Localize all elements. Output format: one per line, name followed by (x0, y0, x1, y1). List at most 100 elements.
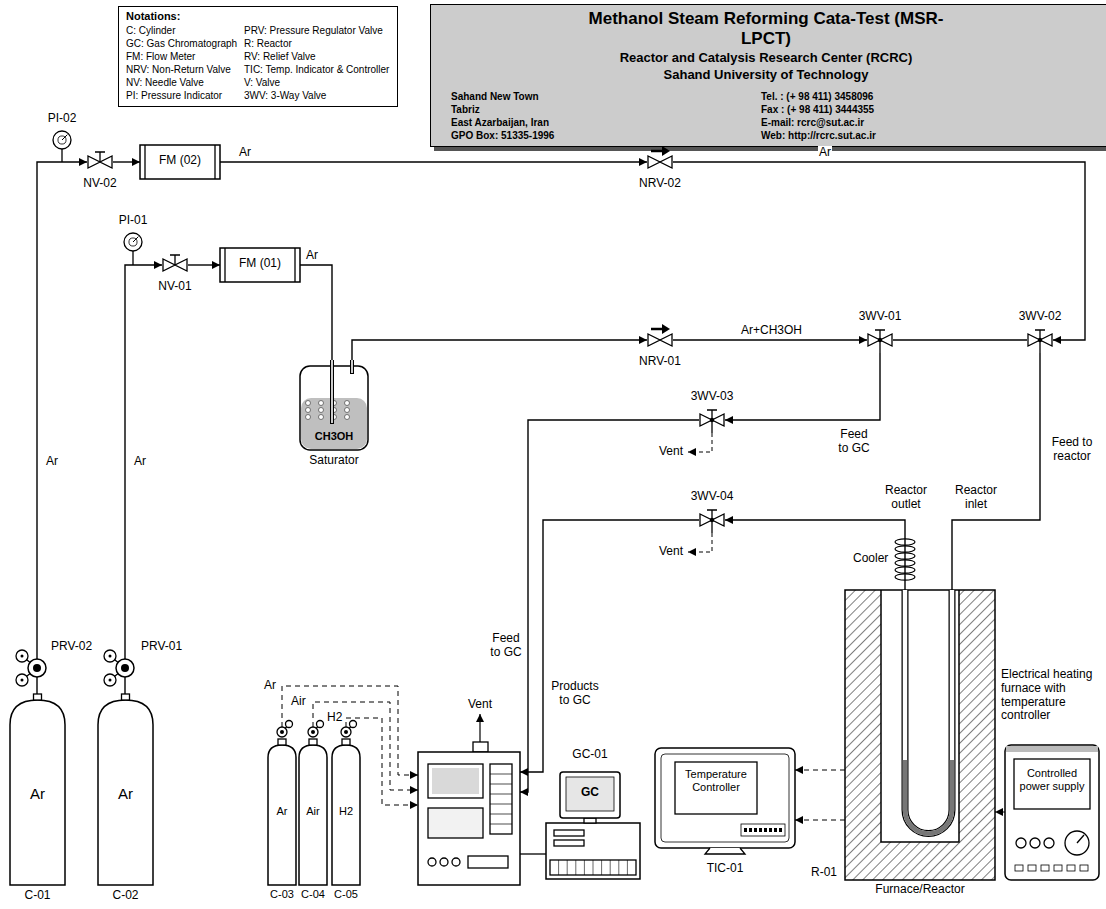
edge-label: Ar (818, 146, 832, 160)
node-text: 3WV-04 (691, 490, 734, 504)
text-holder: Web: http://rcrc.sut.ac.ir (761, 130, 876, 142)
node-text: Tel. : (+ 98 411) 3458096 (761, 91, 873, 103)
node-text: V: Valve (244, 77, 280, 89)
key-row (558, 860, 559, 875)
cylinder-body (98, 700, 153, 885)
part-label: Reactor outlet (882, 484, 930, 512)
node-text: Notations: (126, 10, 180, 23)
valve-body (648, 334, 672, 346)
keypad (741, 824, 785, 836)
key (774, 828, 777, 832)
text-holder: GPO Box: 51335-1996 (451, 130, 554, 142)
gas-cylinder: ArC-03 (268, 745, 296, 885)
gas-cylinder: AirC-04 (299, 745, 327, 885)
gauge-pin (21, 655, 24, 658)
edge-label: Ar (305, 249, 319, 263)
edge-label: Ar (263, 679, 277, 693)
node-text: RV: Relief Valve (244, 51, 316, 63)
node-text: FM: Flow Meter (126, 51, 195, 63)
text-holder: C-05 (334, 888, 358, 901)
vent-line (479, 714, 480, 742)
monitor-stand (705, 848, 745, 854)
text-holder: Feed to GC (836, 428, 872, 456)
flow-meter: FM (02) (140, 145, 220, 179)
node-text: Sahand University of Technology (431, 68, 1101, 83)
bubble (345, 401, 350, 406)
text-holder: Furnace/Reactor (875, 883, 964, 897)
node-text: Saturator (309, 454, 358, 468)
text-holder: Ar (45, 455, 59, 469)
text-holder: FM (02) (159, 154, 201, 168)
vent-line (688, 533, 712, 552)
process-line (893, 339, 1027, 340)
valve-symbol-outline (647, 149, 673, 175)
node-text: 3WV-02 (1019, 310, 1062, 324)
catalyst-bed (905, 760, 952, 833)
valve-symbol: NRV-02 (647, 149, 673, 175)
valve-symbol-outline (867, 327, 893, 353)
text-holder: East Azarbaijan, Iran (451, 117, 549, 129)
cooler-coil (895, 546, 915, 552)
valve-body (648, 156, 672, 168)
text-holder: 3WV-04 (691, 490, 734, 504)
node-text: GC: Gas Chromatograph (126, 38, 237, 50)
temperature-controller: Temperature ControllerTIC-01 (655, 748, 795, 848)
gc-panel (428, 808, 483, 838)
regulator-body (28, 659, 46, 677)
text-holder: R: Reactor (244, 38, 292, 50)
valve-body (700, 514, 724, 526)
text-holder: FM: Flow Meter (126, 51, 195, 63)
node-text: GC (581, 786, 599, 800)
valve-hub (710, 418, 714, 422)
notation-box: Notations:C: CylinderGC: Gas Chromatogra… (118, 6, 398, 107)
text-holder: PI-01 (118, 214, 149, 228)
edge-label: Air (290, 695, 307, 709)
text-holder: GC: Gas Chromatograph (126, 38, 237, 50)
vent-slot (490, 794, 512, 795)
power-case (1005, 745, 1099, 880)
valve-body (88, 156, 112, 168)
furnace-wall (845, 590, 995, 880)
power-socket (1041, 865, 1049, 871)
gc-body (418, 752, 520, 885)
part-label: PI-02 (47, 112, 78, 126)
power-screen (1014, 759, 1090, 809)
valve-symbol-outline (1027, 327, 1053, 353)
dip-tube-bore (332, 360, 352, 423)
gauge-pin (109, 679, 112, 682)
gc-knob (428, 858, 436, 866)
text-holder: Ar (133, 455, 147, 469)
process-line (725, 353, 880, 420)
gauge-stem (132, 251, 133, 265)
edge-label: Feed to reactor (1045, 436, 1099, 464)
valve-hub (878, 338, 882, 342)
cylinder-neck (122, 694, 130, 700)
flow-arrow-head (662, 146, 670, 156)
valve-symbol-outline (699, 407, 725, 433)
computer-base (546, 823, 640, 879)
text-holder: Reactor outlet (882, 484, 930, 512)
valve-body (868, 334, 892, 346)
temperature-controller-outline (655, 748, 795, 848)
text-holder: E-mail: rcrc@sut.ac.ir (761, 117, 864, 129)
signal-line (795, 770, 845, 771)
text-holder: Cooler (852, 552, 889, 566)
process-line (520, 520, 699, 772)
node-text: C-03 (270, 888, 294, 901)
valve-body (163, 259, 187, 271)
gas-cylinder: ArC-01 (10, 700, 65, 885)
process-line (673, 162, 1085, 340)
text-holder: PRV: Pressure Regulator Valve (244, 25, 383, 37)
text-holder: NRV-02 (639, 177, 681, 191)
text-holder: Air (306, 805, 319, 818)
text-holder: Feed to GC (488, 632, 524, 660)
process-line (220, 161, 647, 162)
controller-screen (675, 762, 757, 814)
cylinder-neck (278, 739, 286, 745)
cylinder-neck (342, 739, 350, 745)
text-holder: Tel. : (+ 98 411) 3458096 (761, 91, 873, 103)
process-line (300, 265, 332, 360)
valve-symbol-outline (87, 149, 113, 175)
node-text: H2 (339, 805, 353, 818)
